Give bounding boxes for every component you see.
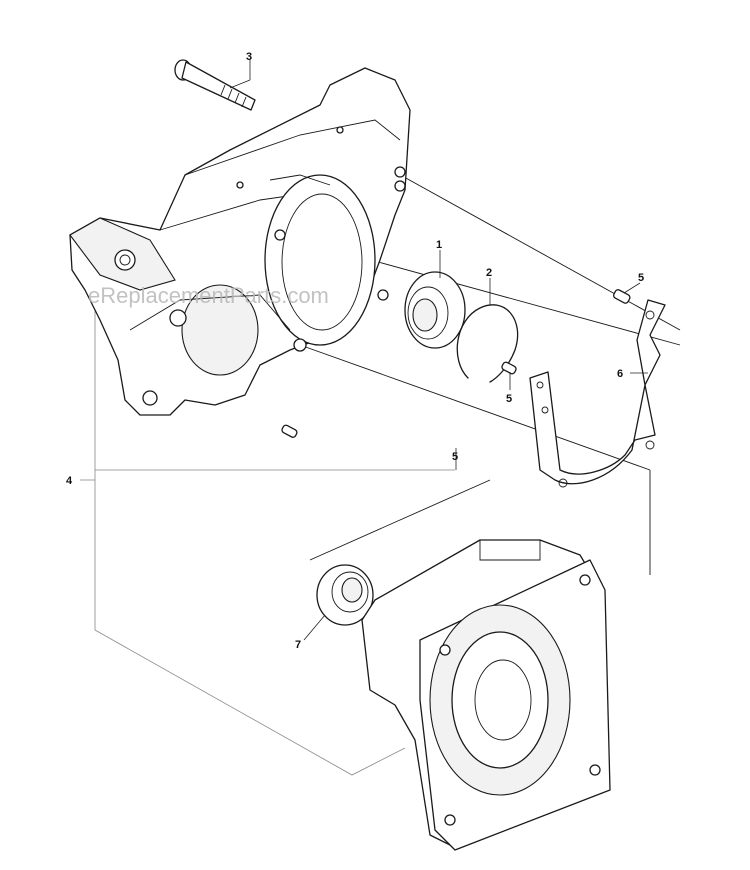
callout-5-middle: 5 [506, 393, 512, 405]
callout-7: 7 [295, 639, 301, 651]
callout-5-top: 5 [638, 272, 644, 284]
bolt [174, 59, 256, 111]
leader-lines [229, 60, 648, 641]
callout-6: 6 [617, 368, 623, 380]
callout-3: 3 [246, 51, 252, 63]
dowel-pins [281, 289, 631, 438]
callout-1: 1 [436, 239, 442, 251]
callout-labels: 1 2 3 4 5 5 5 6 7 [66, 51, 644, 651]
gasket [529, 299, 666, 488]
callout-2: 2 [486, 267, 492, 279]
callout-4: 4 [66, 475, 73, 487]
part-4-bracket [80, 310, 455, 776]
crankcase-lower-half [361, 539, 611, 851]
oil-seal [316, 564, 374, 626]
bearing [404, 271, 466, 349]
watermark: eReplacementParts.com [88, 283, 329, 308]
crankcase-upper-half [69, 67, 411, 416]
callout-5-lower: 5 [452, 451, 458, 463]
